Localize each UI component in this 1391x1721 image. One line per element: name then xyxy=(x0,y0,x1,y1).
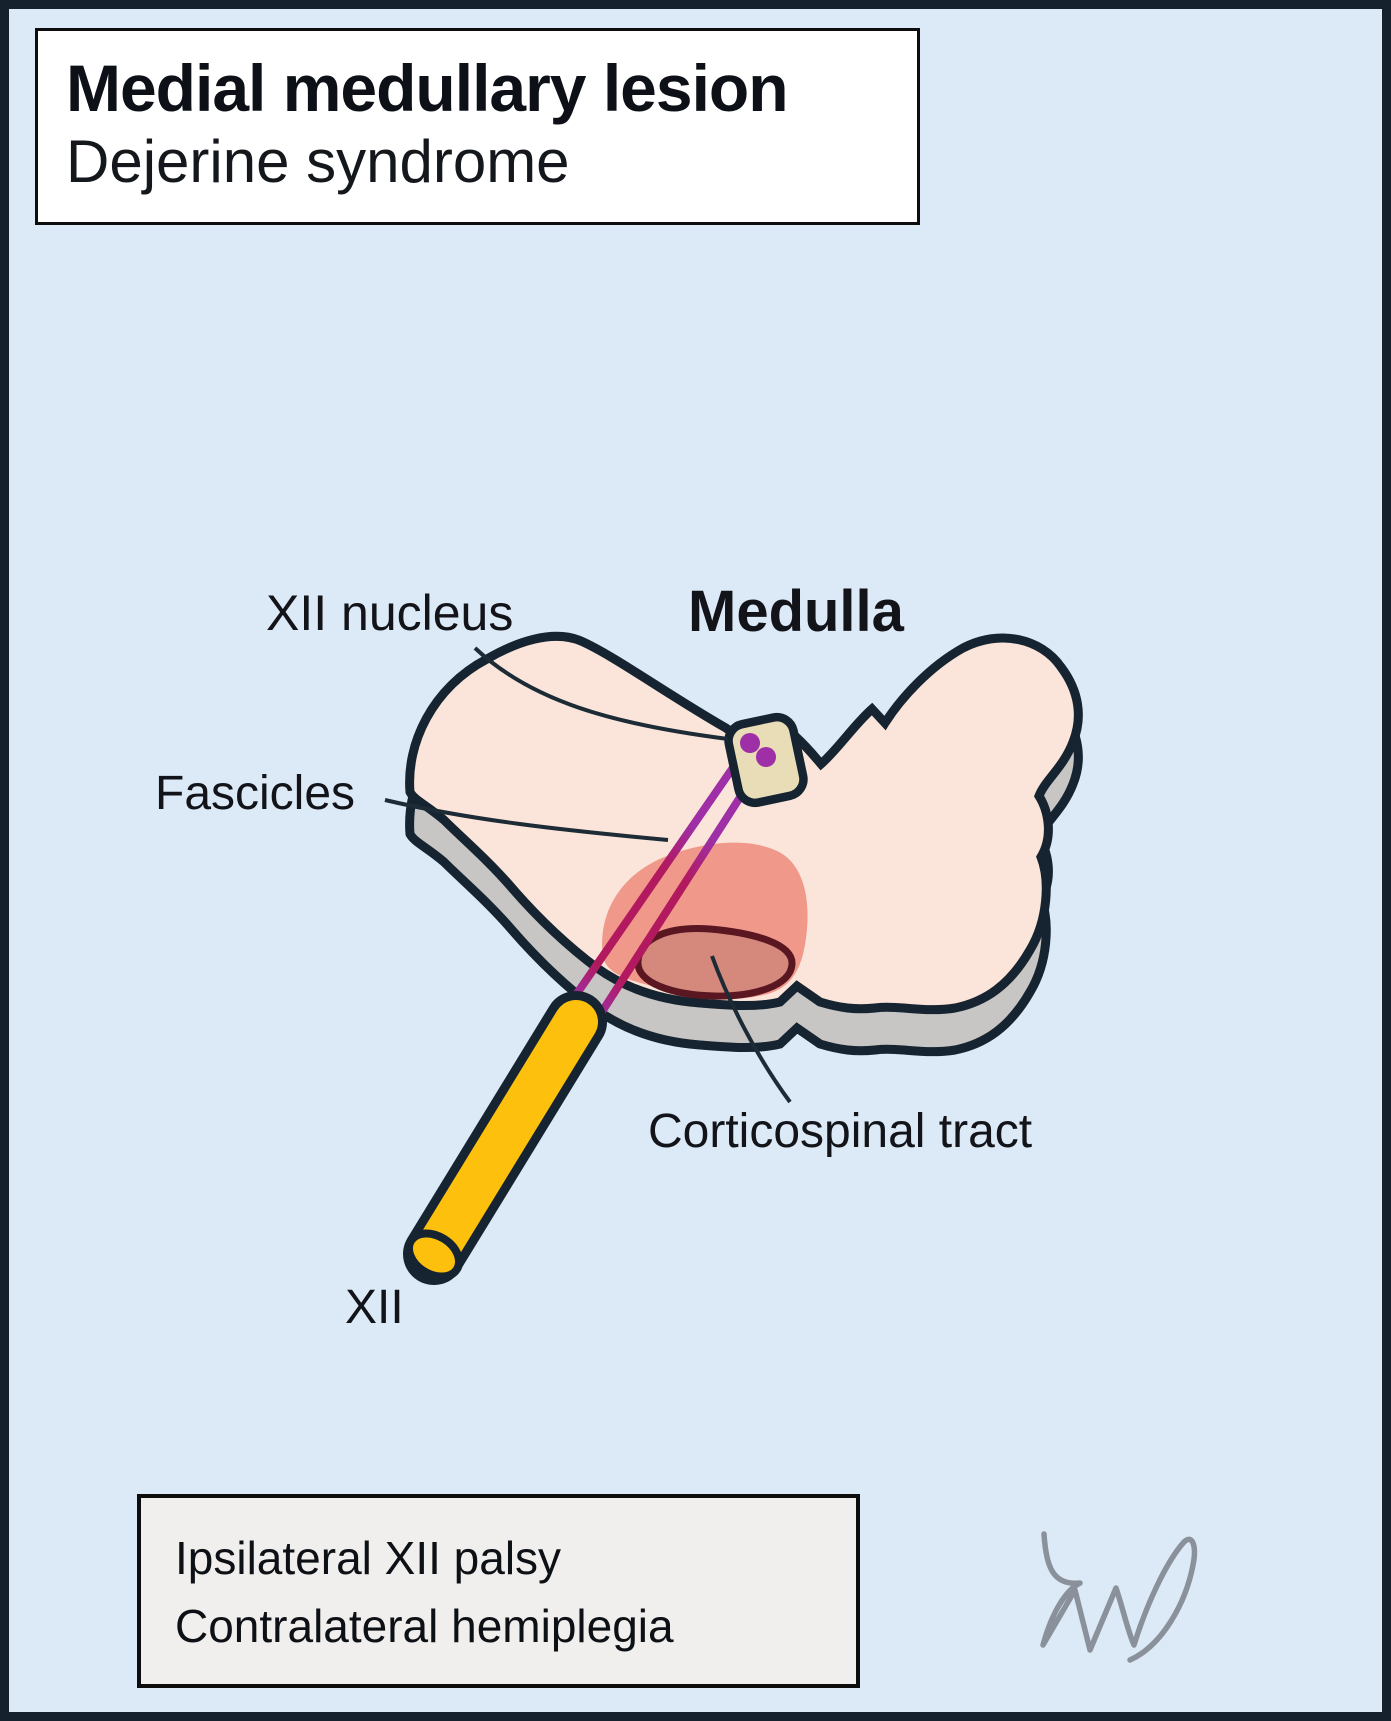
findings-box: Ipsilateral XII palsy Contralateral hemi… xyxy=(137,1494,860,1688)
finding-ipsilateral: Ipsilateral XII palsy xyxy=(175,1532,562,1584)
pointer-line-xii-nucleus xyxy=(473,646,729,741)
finding-contralateral: Contralateral hemiplegia xyxy=(175,1600,674,1652)
nucleus-pin-dot-right xyxy=(756,747,776,767)
fascicle-line-right xyxy=(583,753,770,1039)
title-box: Medial medullary lesion Dejerine syndrom… xyxy=(35,28,920,225)
page-title: Medial medullary lesion xyxy=(66,51,789,125)
label-xii-nerve: XII xyxy=(345,1281,404,1334)
page-subtitle: Dejerine syndrome xyxy=(66,128,570,195)
fascicle-line-left xyxy=(556,739,754,1022)
label-corticospinal-tract: Corticospinal tract xyxy=(648,1105,1033,1158)
label-fascicles: Fascicles xyxy=(155,767,356,820)
pointer-line-corticospinal xyxy=(710,955,792,1104)
pointer-line-fascicles xyxy=(384,798,669,842)
xii-nerve-cut-end xyxy=(404,1229,464,1281)
signature-scribble xyxy=(1040,1531,1198,1663)
xii-nerve-shape xyxy=(412,1000,598,1276)
label-medulla: Medulla xyxy=(688,579,904,644)
nucleus-pin-dot-left xyxy=(740,733,760,753)
label-xii-nucleus: XII nucleus xyxy=(266,585,514,641)
